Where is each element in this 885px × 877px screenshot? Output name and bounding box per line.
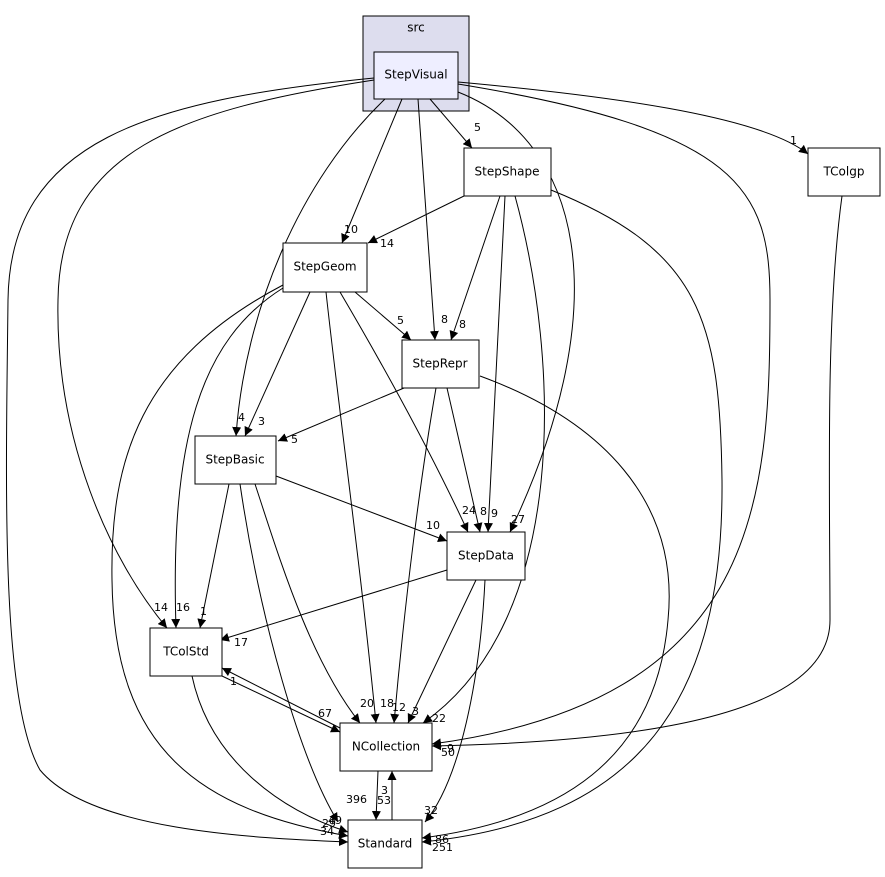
edge-label-stepgeom-tcolstd[interactable]: 16 <box>176 601 190 614</box>
edge-label-tcolstd-ncollection[interactable]: 67 <box>318 707 332 720</box>
node-stepgeom[interactable]: StepGeom <box>282 242 368 293</box>
edge-stepshape-ncollection <box>422 195 545 724</box>
edge-stepshape-stepgeom <box>367 195 465 244</box>
edge-label-stepdata-standard[interactable]: 32 <box>424 804 438 817</box>
edge-stepdata-standard <box>424 579 486 823</box>
node-standard-label: Standard <box>358 837 413 851</box>
edge-stepvisual-tcolgp <box>457 81 809 155</box>
edge-stepshape-stepdata <box>483 195 506 533</box>
edge-stepgeom-standard <box>111 284 349 839</box>
node-stepgeom-label: StepGeom <box>293 260 356 274</box>
edge-label-steprepr-stepdata[interactable]: 8 <box>480 505 487 518</box>
node-stepbasic[interactable]: StepBasic <box>194 435 277 485</box>
edge-label-stepgeom-standard[interactable]: 49 <box>328 814 342 827</box>
edge-label-stepbasic-stepdata[interactable]: 10 <box>426 519 440 532</box>
node-steprepr[interactable]: StepRepr <box>401 339 480 389</box>
edge-label-stepshape-stepdata[interactable]: 9 <box>491 507 498 520</box>
edge-label-stepbasic-standard[interactable]: 396 <box>346 793 367 806</box>
edge-label-stepvisual-stepdata[interactable]: 27 <box>511 513 525 526</box>
edge-label-standard-ncollection[interactable]: 3 <box>381 784 388 797</box>
edge-label-stepgeom-ncollection[interactable]: 18 <box>380 697 394 710</box>
edge-ncollection-tcolstd <box>221 667 341 729</box>
edge-stepvisual-stepbasic <box>232 98 386 437</box>
node-tcolstd-label: TColStd <box>162 645 209 659</box>
edge-stepgeom-steprepr <box>354 291 412 341</box>
edge-stepvisual-ncollection <box>431 83 771 748</box>
edge-label-stepvisual-steprepr[interactable]: 8 <box>441 313 448 326</box>
edge-label-stepvisual-ncollection[interactable]: 50 <box>441 746 455 759</box>
edge-label-stepvisual-tcolgp[interactable]: 1 <box>790 134 797 147</box>
edge-tcolgp-ncollection <box>431 195 843 751</box>
edge-label-steprepr-ncollection[interactable]: 12 <box>392 701 406 714</box>
edge-label-stepbasic-ncollection[interactable]: 20 <box>360 697 374 710</box>
edge-stepvisual-tcolstd <box>57 79 375 629</box>
edge-label-stepgeom-stepbasic[interactable]: 3 <box>258 415 265 428</box>
edge-tcolstd-standard <box>191 675 349 834</box>
edge-stepbasic-stepdata <box>275 475 448 543</box>
edge-stepvisual-standard <box>5 77 375 847</box>
edge-stepvisual-stepshape <box>429 98 473 149</box>
edge-label-stepgeom-stepdata[interactable]: 24 <box>462 504 476 517</box>
node-stepshape[interactable]: StepShape <box>463 147 552 197</box>
edge-stepgeom-stepdata <box>339 291 469 533</box>
edge-stepbasic-tcolstd <box>197 483 230 629</box>
edge-label-stepvisual-stepbasic[interactable]: 4 <box>238 411 245 424</box>
node-stepshape-label: StepShape <box>475 165 540 179</box>
edge-stepdata-tcolstd <box>219 569 448 642</box>
edge-label-stepvisual-standard[interactable]: 34 <box>320 825 334 838</box>
edge-label-stepshape-standard[interactable]: 251 <box>432 841 453 854</box>
edge-stepbasic-ncollection <box>254 483 361 724</box>
node-stepvisual[interactable]: StepVisual <box>373 51 459 100</box>
edge-stepgeom-stepbasic <box>244 291 311 437</box>
node-stepdata-label: StepData <box>458 549 514 563</box>
edge-stepgeom-ncollection <box>325 291 380 724</box>
edge-stepvisual-steprepr <box>417 98 439 341</box>
edge-label-ncollection-standard[interactable]: 53 <box>377 794 391 807</box>
edge-label-tcolstd-standard[interactable]: 29 <box>322 817 336 830</box>
edge-steprepr-stepdata <box>446 387 483 533</box>
node-stepdata[interactable]: StepData <box>446 531 526 581</box>
node-standard[interactable]: Standard <box>347 819 423 869</box>
cluster-label: src <box>407 21 425 35</box>
edge-label-stepbasic-tcolstd[interactable]: 1 <box>200 605 207 618</box>
node-tcolgp[interactable]: TColgp <box>807 147 881 197</box>
edges <box>5 77 843 847</box>
edge-label-stepshape-steprepr[interactable]: 8 <box>459 318 466 331</box>
edge-stepgeom-tcolstd <box>171 287 284 629</box>
node-tcolstd[interactable]: TColStd <box>149 627 223 677</box>
node-ncollection-label: NCollection <box>352 740 420 754</box>
edge-label-stepdata-ncollection[interactable]: 3 <box>412 705 419 718</box>
node-steprepr-label: StepRepr <box>412 357 467 371</box>
edge-label-tcolgp-ncollection[interactable]: 9 <box>447 742 454 755</box>
edge-label-stepgeom-steprepr[interactable]: 5 <box>397 314 404 327</box>
edge-steprepr-stepbasic <box>277 387 405 442</box>
edge-label-steprepr-standard[interactable]: 86 <box>435 833 449 846</box>
edge-stepdata-ncollection <box>407 579 477 724</box>
edge-label-stepvisual-tcolstd[interactable]: 14 <box>154 601 168 614</box>
edge-steprepr-standard <box>421 375 670 842</box>
edge-label-stepshape-ncollection[interactable]: 22 <box>432 712 446 725</box>
edge-stepbasic-standard <box>239 483 339 823</box>
node-stepvisual-label: StepVisual <box>384 68 447 82</box>
edge-labels: 5 1 10 14 5 8 8 4 3 5 24 8 9 27 10 14 16… <box>154 121 797 854</box>
edge-stepshape-standard <box>421 189 723 846</box>
edge-stepshape-steprepr <box>449 195 501 341</box>
edge-stepvisual-stepdata <box>457 91 575 533</box>
node-tcolgp-label: TColgp <box>823 165 865 179</box>
node-ncollection[interactable]: NCollection <box>339 722 433 772</box>
edge-ncollection-standard <box>371 770 381 821</box>
edge-tcolstd-ncollection <box>221 675 341 733</box>
edge-stepvisual-stepgeom <box>341 98 403 244</box>
edge-label-stepshape-stepgeom[interactable]: 14 <box>380 237 394 250</box>
edge-label-stepvisual-stepshape[interactable]: 5 <box>474 121 481 134</box>
edge-steprepr-ncollection <box>390 387 437 724</box>
edge-label-ncollection-tcolstd[interactable]: 1 <box>230 675 237 688</box>
edge-label-stepdata-tcolstd[interactable]: 17 <box>234 636 248 649</box>
edge-label-stepvisual-stepgeom[interactable]: 10 <box>344 223 358 236</box>
edge-label-steprepr-stepbasic[interactable]: 5 <box>291 433 298 446</box>
node-stepbasic-label: StepBasic <box>205 453 264 467</box>
